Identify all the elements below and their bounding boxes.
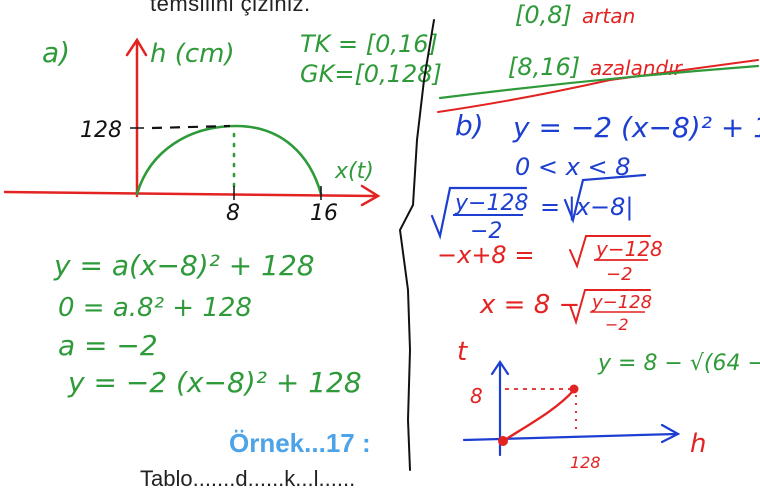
part-a-tick-16: 16: [310, 201, 338, 226]
part-a-increasing-word: artan: [582, 4, 635, 28]
part-b-tick-h-128: 128: [570, 453, 601, 472]
divider-top-green: [438, 64, 760, 100]
part-b-axis-t-label: t: [457, 337, 468, 367]
part-b-axis-h-label: h: [690, 429, 706, 459]
part-b-step1-lhs: −x+8 =: [437, 241, 534, 269]
part-b-sqrt-denominator: −2: [606, 264, 633, 285]
part-a-increasing-interval: [0,8]: [515, 1, 572, 29]
printed-instruction: temsilini çiziniz.: [150, 0, 311, 16]
part-a-coefficient: a = −2: [58, 329, 158, 362]
part-b-fraction-denominator: −2: [470, 219, 502, 244]
part-b-equation: y = −2 (x−8)² + 128: [512, 111, 760, 144]
part-a-tick-8: 8: [226, 201, 240, 226]
divider-top-red: [437, 59, 759, 113]
part-b-fraction-numerator: y−128: [454, 191, 528, 216]
part-b-abs-equation: = |x−8|: [540, 193, 634, 221]
part-a-tick-128: 128: [80, 118, 122, 143]
part-b-sqrt-sign-1: [430, 186, 528, 240]
part-b-end-point: [569, 384, 579, 394]
part-a-decreasing-interval: [8,16]: [508, 53, 580, 81]
handwriting-canvas: a) h (cm) x(t) 128 8 16 TK = [0,16] GK=[…: [3, 1, 760, 472]
part-b-result: y = 8 − √(64 − x/2): [597, 351, 760, 376]
part-b-step2-denominator: −2: [605, 315, 629, 334]
part-b-label: b): [455, 109, 484, 142]
part-a-y-axis: [125, 37, 148, 198]
example-title: Örnek...17 :: [229, 428, 371, 458]
part-a-equation-substitute: 0 = a.8² + 128: [58, 293, 252, 323]
part-b-step2-lhs: x = 8 −: [479, 290, 580, 320]
part-b-sqrt-numerator: y−128: [595, 237, 663, 261]
part-b-sqrt-sign-4: [569, 289, 651, 326]
part-a-x-axis: [3, 184, 381, 207]
part-a-tick-marks: [130, 127, 322, 200]
divider-vertical: [398, 19, 435, 471]
part-a-label: a): [42, 36, 70, 69]
part-b-step2-numerator: y−128: [591, 292, 652, 313]
part-b-inverse-curve: [501, 388, 576, 443]
part-b-condition: 0 < x < 8: [515, 153, 630, 181]
part-a-range: GK=[0,128]: [300, 60, 442, 88]
part-a-dashed-max: [151, 124, 231, 130]
part-a-graph: [3, 37, 381, 207]
part-a-domain: TK = [0,16]: [300, 30, 438, 58]
part-a-parabola: [135, 124, 323, 196]
part-b-sqrt-sign-3: [569, 235, 651, 269]
part-b-tick-t-8: 8: [470, 384, 483, 408]
part-b-origin-point: [498, 436, 508, 446]
part-a-axis-x: x(t): [334, 159, 374, 184]
part-b-inverse-graph: [462, 360, 681, 457]
part-a-axis-h: h (cm): [150, 39, 235, 69]
part-b-h-axis: [462, 423, 681, 444]
part-b-sqrt-sign-2: [563, 173, 647, 224]
part-a-equation-general: y = a(x−8)² + 128: [53, 249, 315, 282]
part-a-equation-final: y = −2 (x−8)² + 128: [67, 366, 362, 399]
